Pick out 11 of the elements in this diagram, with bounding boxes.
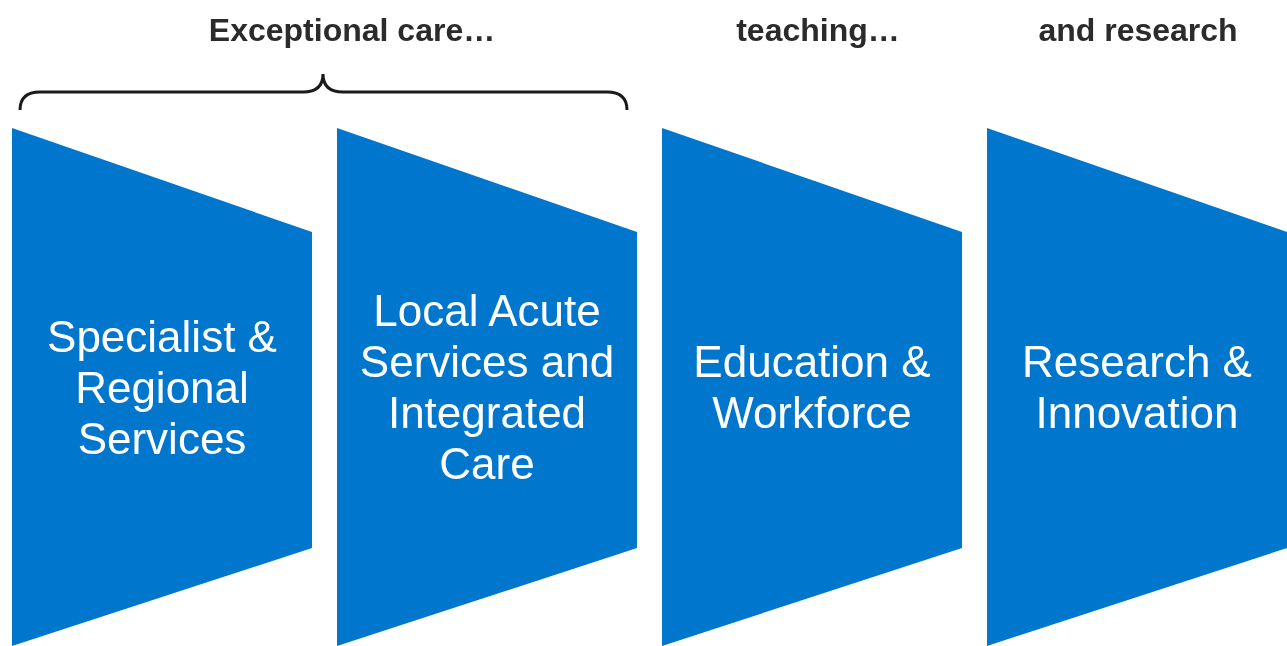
section-heading: teaching…: [736, 12, 900, 49]
trapezoid-shape: [987, 128, 1287, 646]
section-heading: and research: [1038, 12, 1238, 49]
shape-label: Specialist & Regional Services: [46, 310, 278, 464]
shape-label: Education & Workforce: [692, 336, 932, 438]
section-heading: Exceptional care…: [208, 12, 496, 49]
trapezoid-shape: [662, 128, 962, 646]
shape-label: Local Acute Services and Integrated Care: [358, 285, 616, 489]
trapezoid-shape: [12, 128, 312, 646]
shape-label: Research & Innovation: [1021, 336, 1253, 438]
trapezoid-shape: [337, 128, 637, 646]
